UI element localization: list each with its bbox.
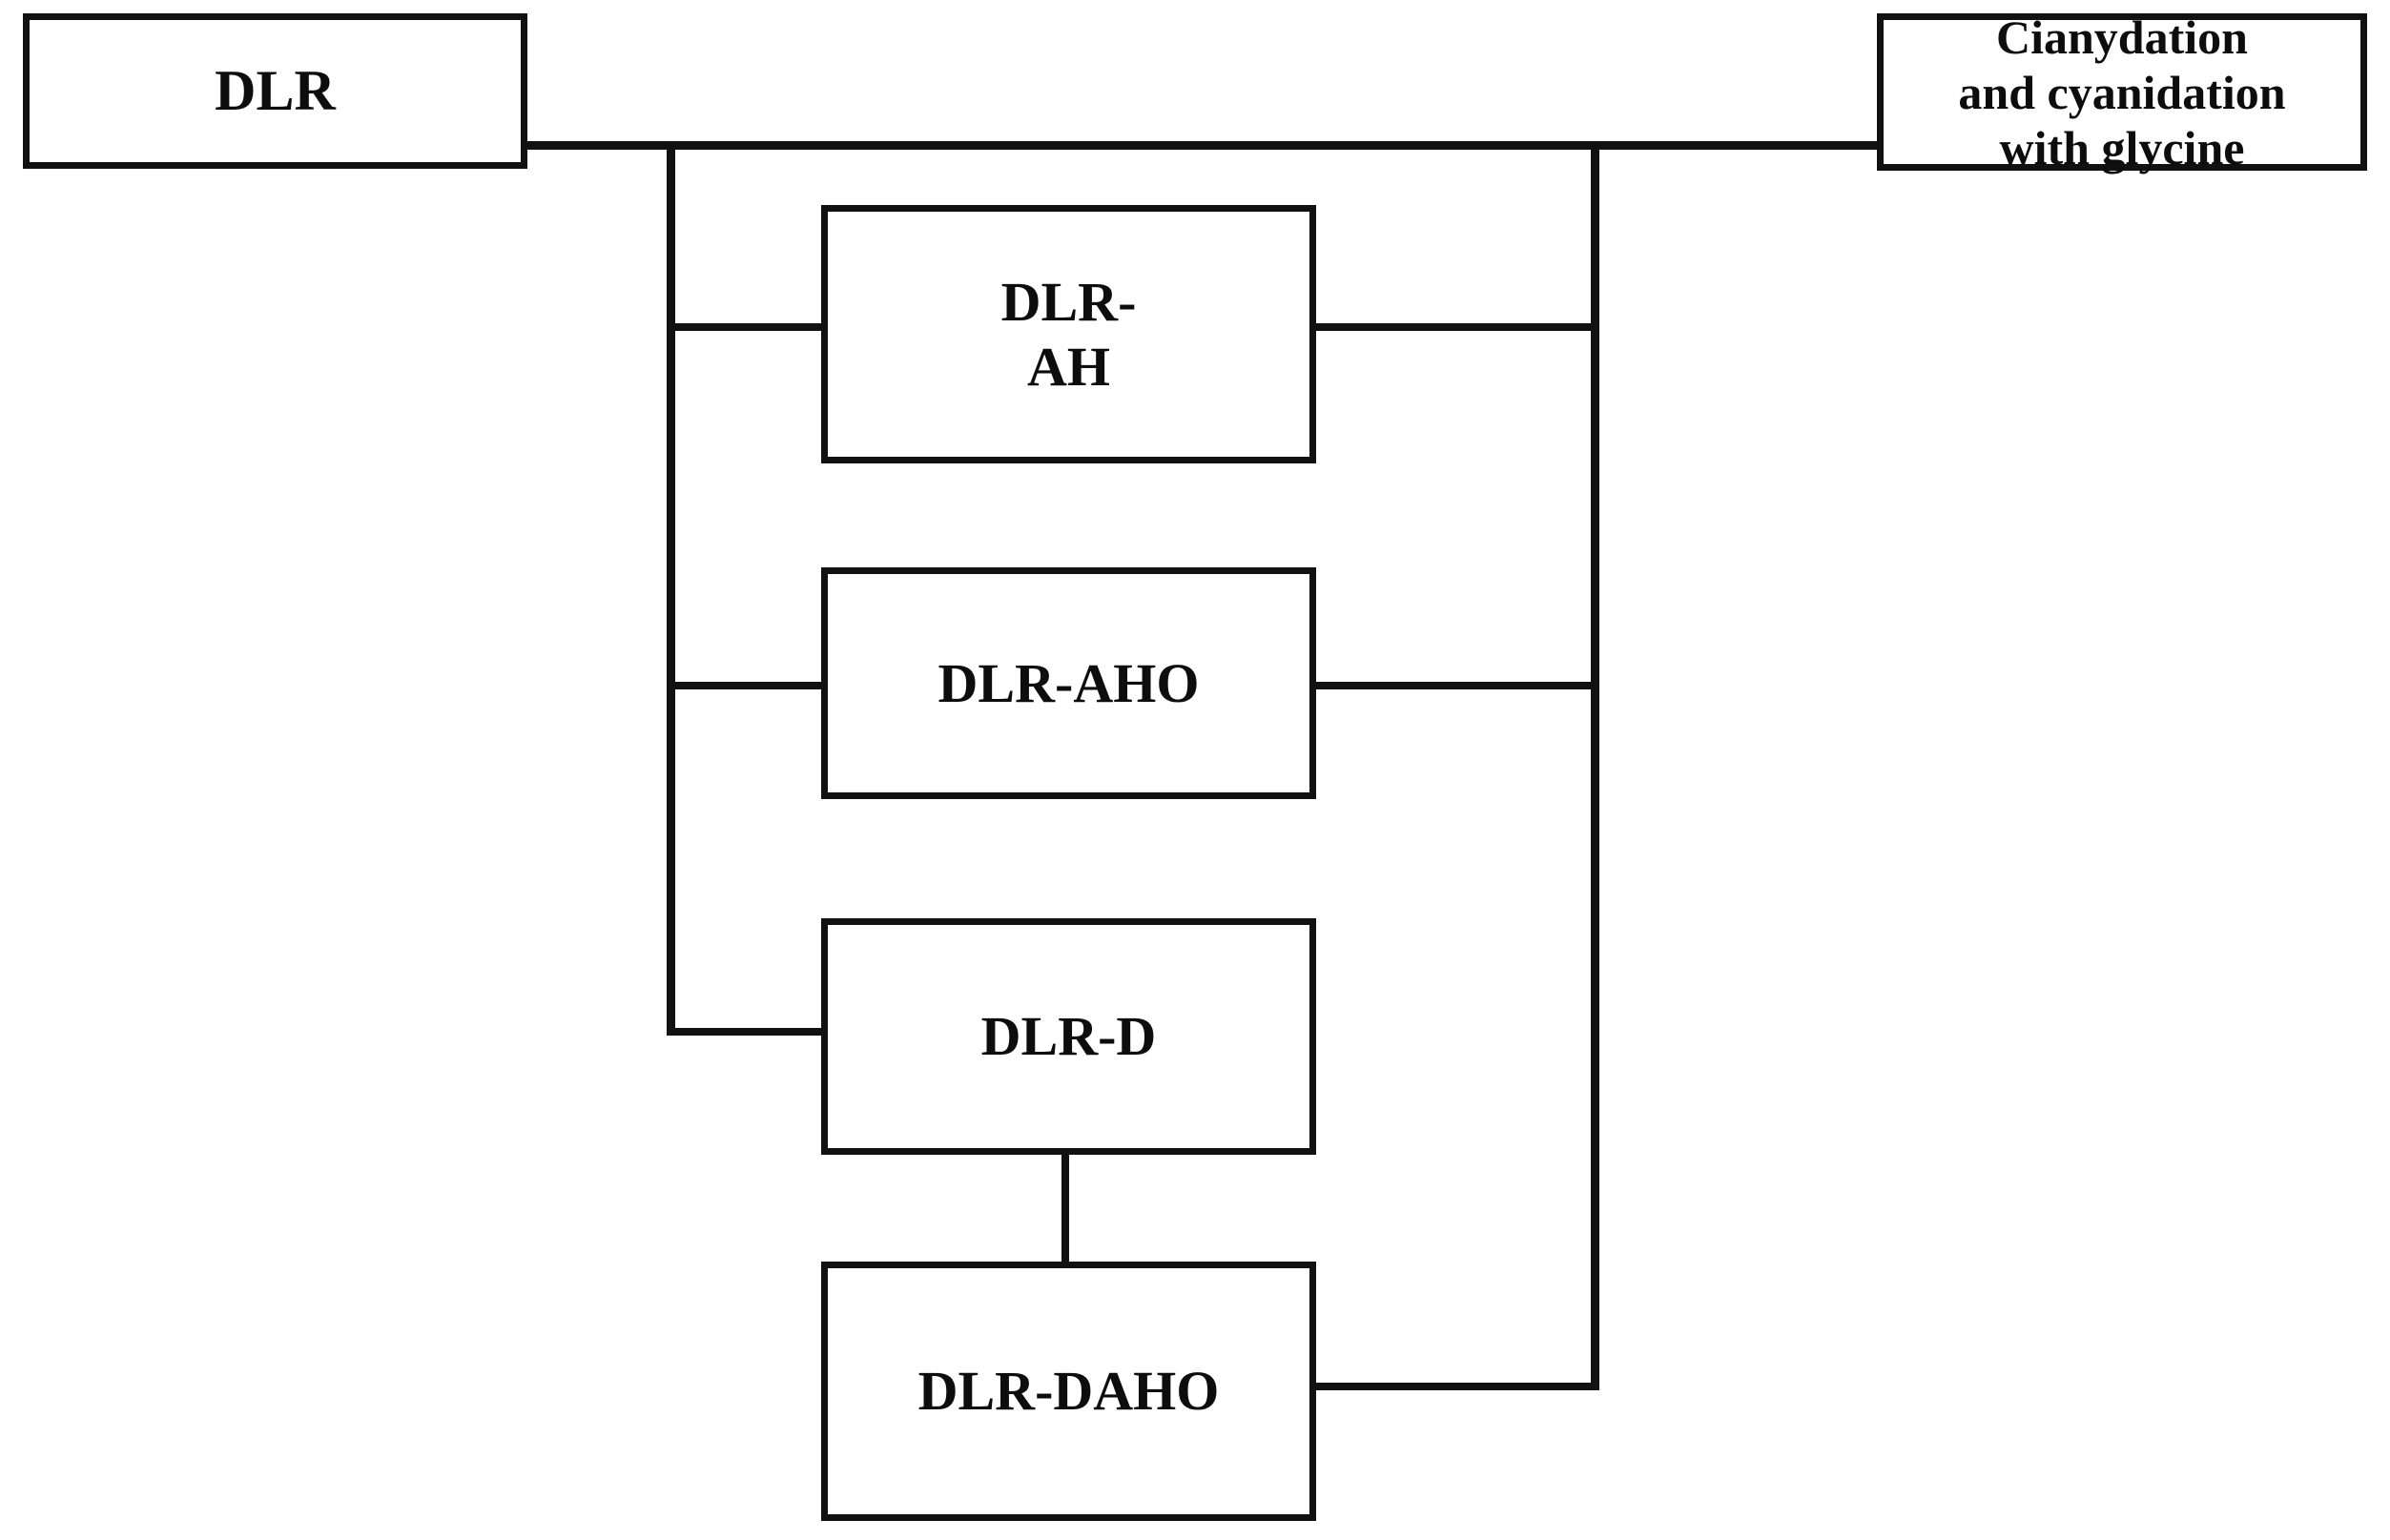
node-cianydation-and-cyanidation-with-glycine: Cianydation and cyanidation with glycine — [1877, 10, 2367, 175]
connector-dlr-d-to-dlr-daho — [1061, 1149, 1069, 1265]
connector-trunk-to-dlr-d — [667, 1028, 825, 1036]
connector-dlr-aho-to-right-trunk — [1312, 682, 1599, 689]
connector-trunk-to-dlr-ah — [667, 323, 825, 331]
node-dlr-ah: DLR- AH — [821, 205, 1316, 463]
node-dlr-d: DLR-D — [821, 918, 1316, 1155]
connector-dlr-to-cianydation-bus — [524, 141, 1881, 150]
connector-dlr-daho-to-right-trunk — [1312, 1383, 1599, 1390]
connector-left-vertical-trunk — [667, 141, 675, 1036]
connector-trunk-to-dlr-aho — [667, 682, 825, 689]
connector-right-vertical-trunk — [1591, 141, 1599, 1390]
node-dlr-aho: DLR-AHO — [821, 567, 1316, 799]
connector-dlr-ah-to-right-trunk — [1312, 323, 1599, 331]
node-dlr: DLR — [23, 13, 527, 169]
node-dlr-daho: DLR-DAHO — [821, 1262, 1316, 1521]
